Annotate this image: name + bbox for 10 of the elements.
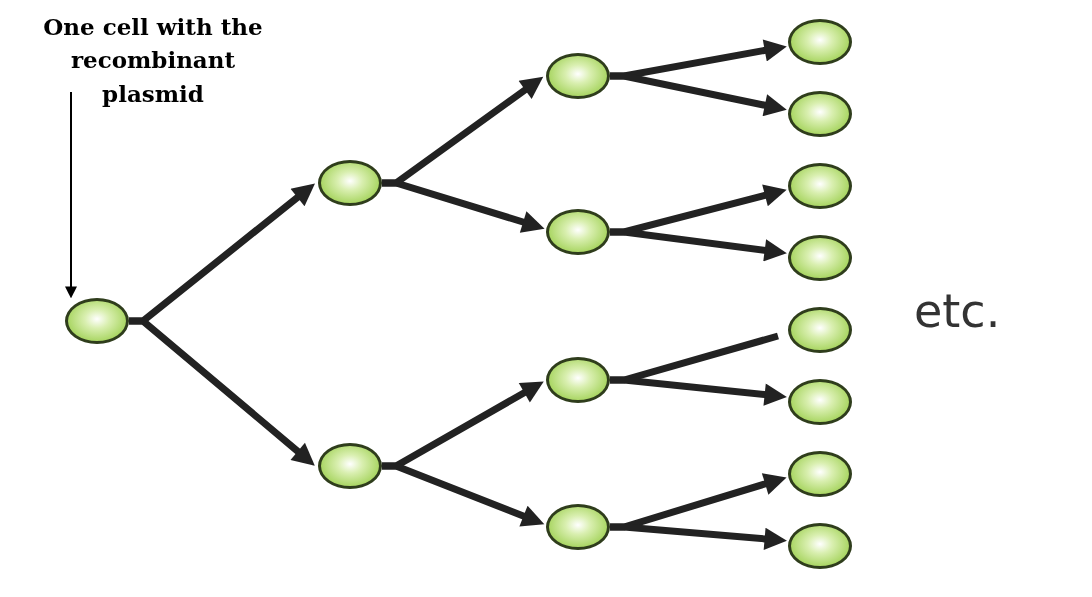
arrow	[610, 376, 787, 406]
arrow	[129, 317, 315, 466]
arrow	[382, 179, 545, 233]
arrow	[610, 523, 787, 551]
arrow	[610, 228, 787, 262]
etc-label: etc.	[914, 284, 1001, 338]
arrow	[610, 72, 787, 117]
annotation-text: One cell with the recombinant plasmid	[18, 10, 288, 111]
arrow	[382, 462, 545, 527]
arrow	[65, 91, 77, 299]
